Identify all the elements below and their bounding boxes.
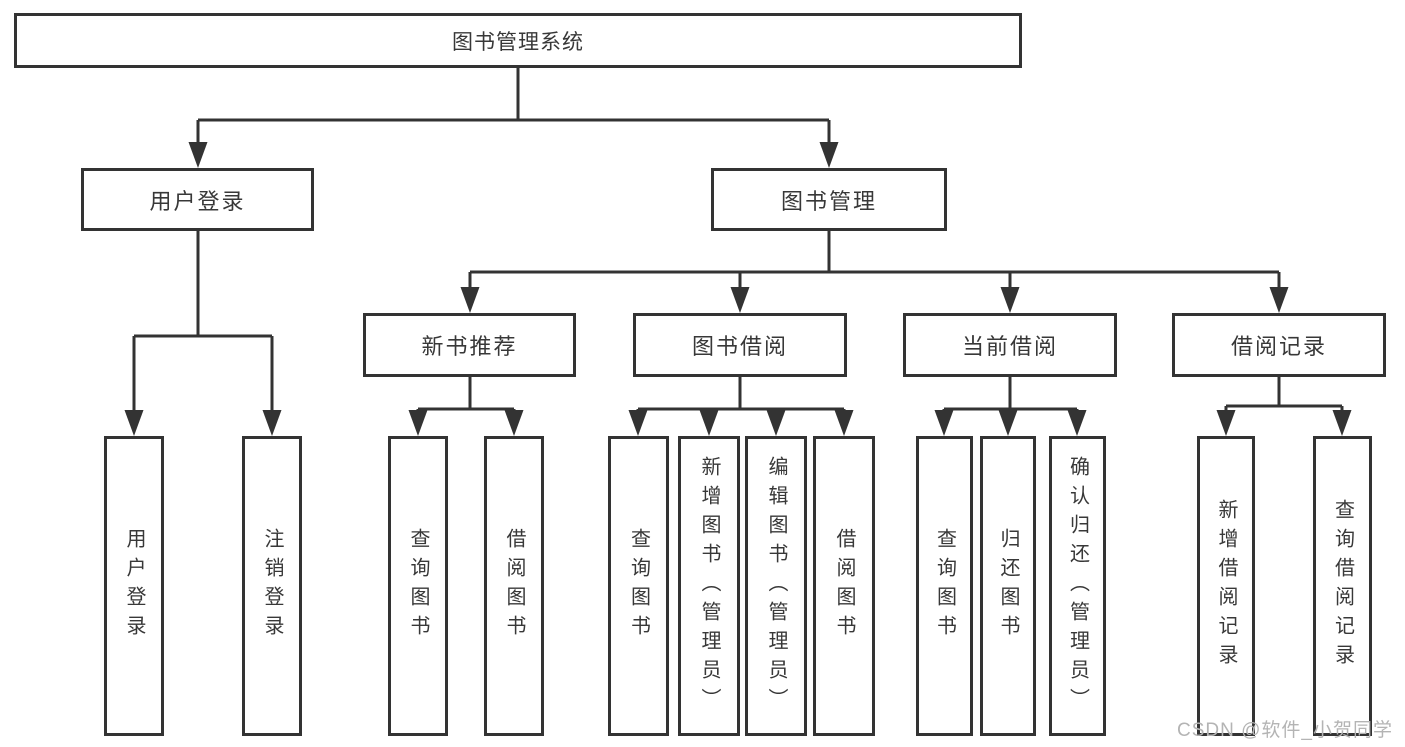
leaf-add-book-admin: 新增图书（管理员） xyxy=(678,436,740,736)
connector-borrow-record-to-leaves xyxy=(1216,377,1352,436)
leaf-return-book: 归还图书 xyxy=(980,436,1036,736)
node-root-library-system: 图书管理系统 xyxy=(14,13,1022,68)
connector-book-borrow-to-leaves xyxy=(628,377,854,436)
leaf-query-borrow-record: 查询借阅记录 xyxy=(1313,436,1372,736)
connector-book-mgmt-to-level3 xyxy=(460,231,1289,313)
leaf-confirm-return-admin: 确认归还（管理员） xyxy=(1049,436,1106,736)
leaf-edit-book-admin: 编辑图书（管理员） xyxy=(745,436,807,736)
leaf-logout: 注销登录 xyxy=(242,436,302,736)
connector-current-borrow-to-leaves xyxy=(934,377,1087,436)
connector-user-login-to-leaves xyxy=(124,231,282,436)
node-book-borrowing: 图书借阅 xyxy=(633,313,847,377)
leaf-query-book-borrow: 查询图书 xyxy=(608,436,669,736)
leaf-user-login: 用户登录 xyxy=(104,436,164,736)
connector-new-book-rec-to-leaves xyxy=(408,377,524,436)
leaf-query-book-recommend: 查询图书 xyxy=(388,436,448,736)
leaf-add-borrow-record: 新增借阅记录 xyxy=(1197,436,1255,736)
node-current-borrowing: 当前借阅 xyxy=(903,313,1117,377)
node-new-book-recommend: 新书推荐 xyxy=(363,313,576,377)
csdn-watermark: CSDN @软件_小贺同学 xyxy=(1177,720,1393,741)
node-user-login: 用户登录 xyxy=(81,168,314,231)
leaf-query-book-current: 查询图书 xyxy=(916,436,973,736)
connector-root-to-level2 xyxy=(188,68,839,168)
leaf-borrow-book-recommend: 借阅图书 xyxy=(484,436,544,736)
node-book-management: 图书管理 xyxy=(711,168,947,231)
node-borrowing-records: 借阅记录 xyxy=(1172,313,1386,377)
leaf-borrow-book: 借阅图书 xyxy=(813,436,875,736)
